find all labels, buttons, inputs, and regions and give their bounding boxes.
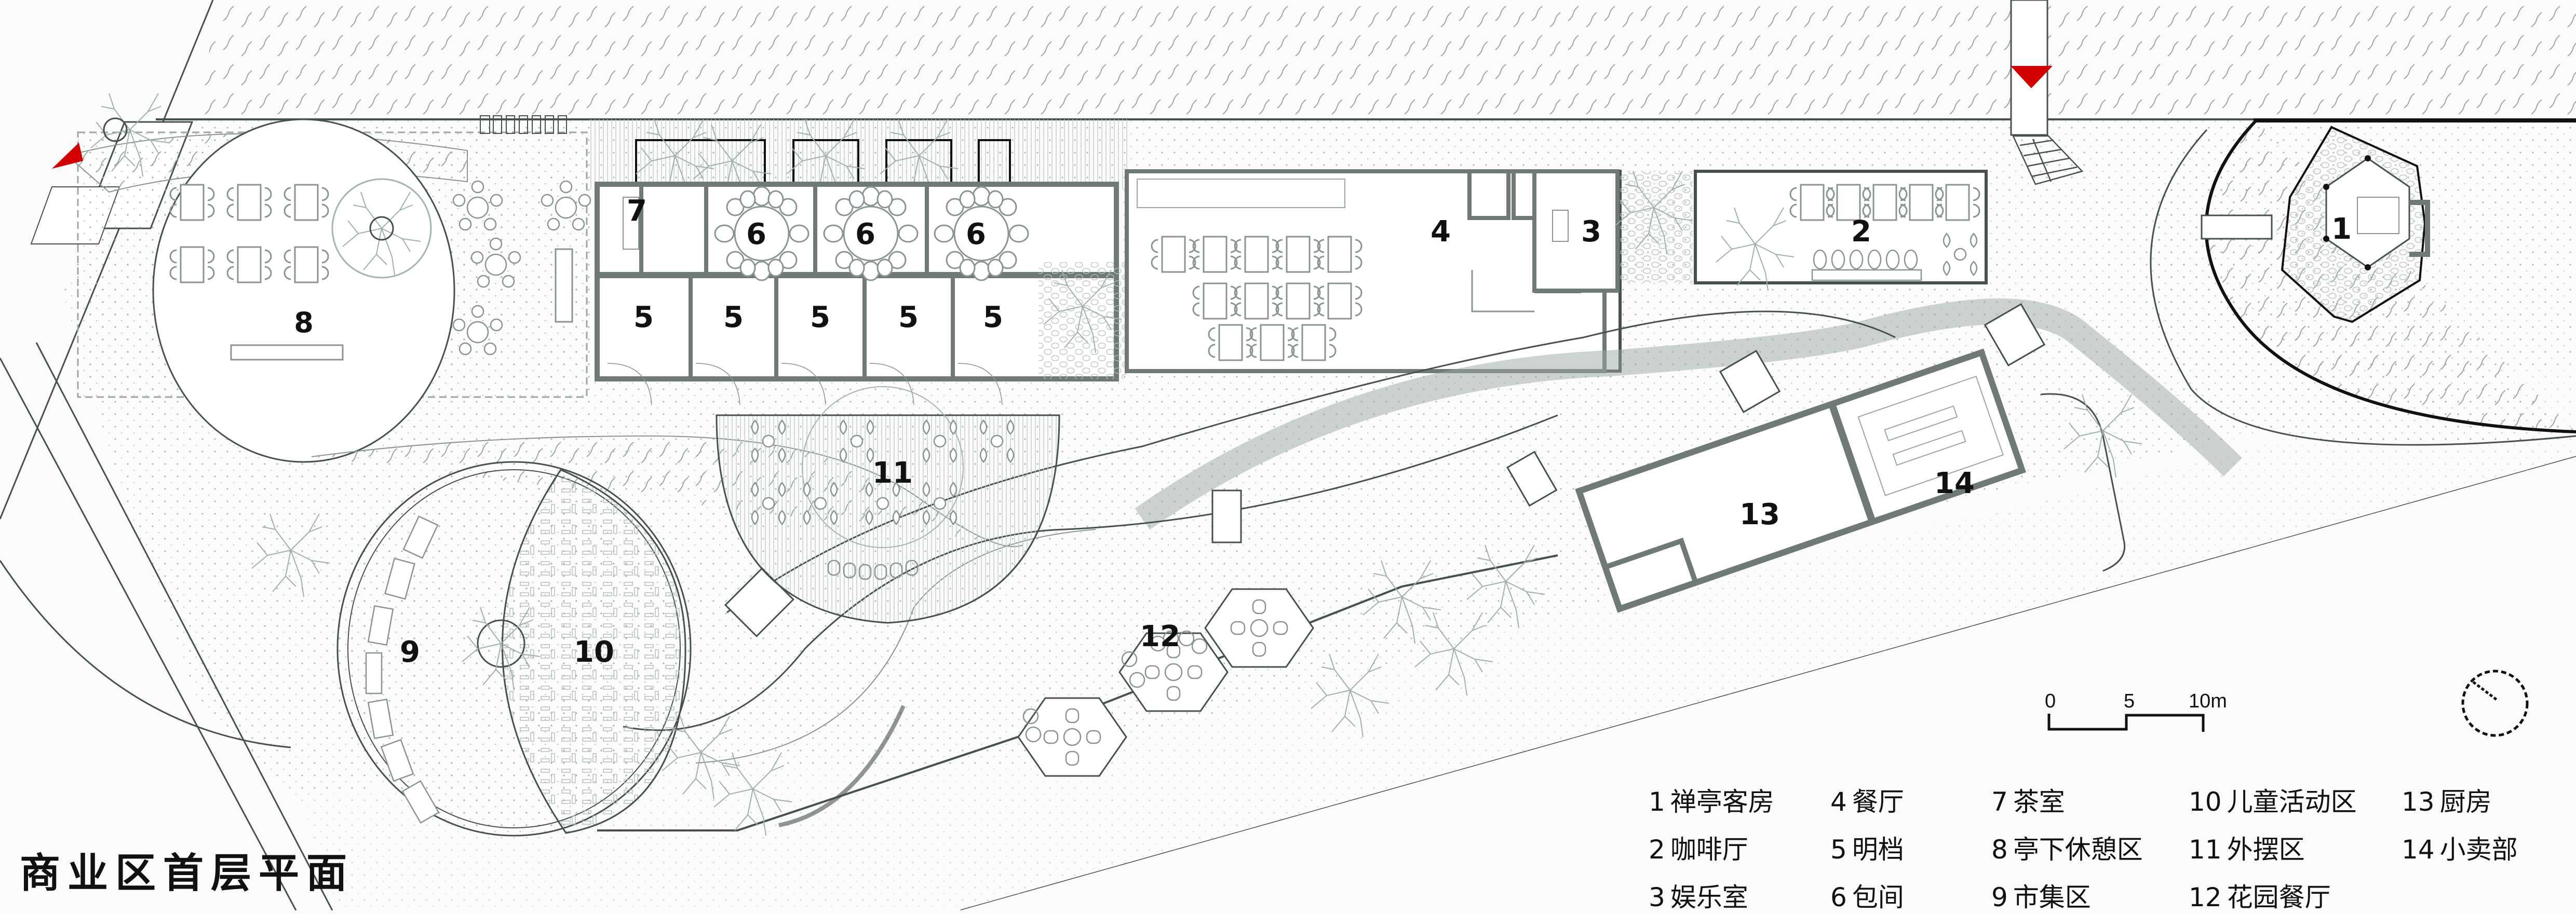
room-label-2: 2 <box>1851 215 1871 249</box>
room-label-14: 14 <box>1934 467 1975 500</box>
north-landscape-band <box>197 0 2576 119</box>
room-label-6c: 6 <box>966 217 986 251</box>
area-9-10-market-kids: 9 10 <box>251 461 692 837</box>
room-label-3: 3 <box>1581 215 1601 249</box>
room-label-5c: 5 <box>810 301 830 334</box>
building-cafe: 2 <box>1694 170 1988 291</box>
north-arrow-icon <box>2461 670 2529 737</box>
entrance-triangle-icon-west <box>52 143 83 169</box>
room-label-9: 9 <box>400 635 420 669</box>
room-label-5b: 5 <box>723 301 744 334</box>
room-label-5d: 5 <box>898 301 919 334</box>
room-label-12: 12 <box>1140 620 1180 653</box>
area-11-outdoor-seating: 11 <box>716 386 1060 624</box>
area-1-zen-pavilion-room: 1 <box>2150 118 2576 446</box>
scale-tick-10m: 10m <box>2189 690 2227 712</box>
room-label-7: 7 <box>627 194 647 228</box>
drawing-title: 商业区首层平面 <box>20 850 355 897</box>
scale-tick-5: 5 <box>2124 690 2135 712</box>
room-label-8: 8 <box>294 306 314 339</box>
scale-bar <box>2047 714 2205 732</box>
scale-bar-labels: 0 5 10m <box>2041 690 2259 737</box>
room-label-11: 11 <box>872 456 913 490</box>
area-12-garden-restaurant: 12 <box>662 544 1545 836</box>
scale-tick-0: 0 <box>2045 690 2056 712</box>
building-private-rooms: 7 6 6 6 5 5 5 5 5 <box>595 182 1119 405</box>
room-label-6a: 6 <box>746 217 766 251</box>
room-label-1: 1 <box>2331 212 2352 246</box>
room-label-4: 4 <box>1431 215 1451 249</box>
room-entertainment: 3 <box>1532 169 1620 293</box>
room-label-10: 10 <box>574 635 614 669</box>
room-label-13: 13 <box>1739 498 1780 531</box>
building-kitchen-shop <box>1575 348 2027 613</box>
entrance-triangle-icon-north <box>2011 66 2053 88</box>
room-label-6b: 6 <box>855 217 875 251</box>
room-label-5e: 5 <box>983 301 1003 334</box>
area-8-pavilion-rest: 8 <box>66 93 591 463</box>
room-label-5a: 5 <box>633 301 654 334</box>
